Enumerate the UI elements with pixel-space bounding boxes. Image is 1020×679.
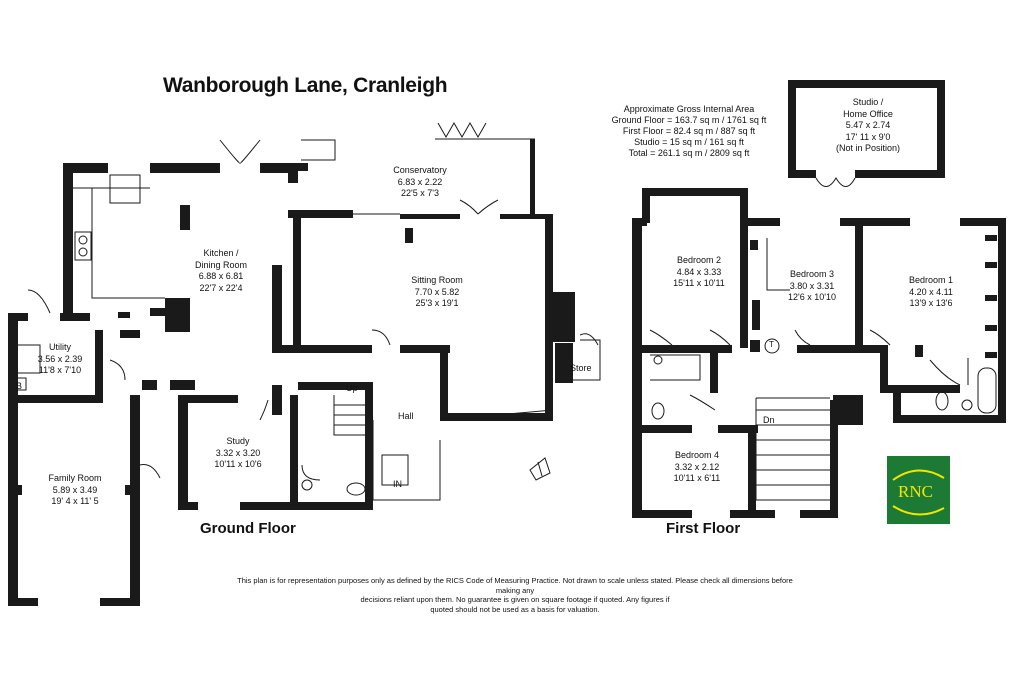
room-study: Study 3.32 x 3.20 10'11 x 10'6 (203, 436, 273, 471)
room-imperial: 11'8 x 7'10 (38, 365, 82, 375)
room-sitting: Sitting Room 7.70 x 5.82 25'3 x 19'1 (404, 275, 470, 310)
ground-floor-fixtures (13, 121, 601, 501)
disclaimer-line-1: This plan is for representation purposes… (237, 576, 793, 595)
first-floor-label: First Floor (666, 520, 741, 537)
room-name: Kitchen / (203, 248, 239, 258)
label-in: IN (393, 479, 402, 489)
area-summary: Approximate Gross Internal Area Ground F… (598, 104, 780, 159)
disclaimer: This plan is for representation purposes… (230, 576, 800, 614)
room-metric: 5.89 x 3.49 (52, 484, 98, 495)
room-imperial: 15'11 x 10'11 (673, 278, 725, 288)
room-metric: 4.20 x 4.11 (909, 286, 953, 297)
area-ground: Ground Floor = 163.7 sq m / 1761 sq ft (611, 115, 767, 125)
room-name: Conservatory (393, 165, 447, 175)
label-tank: T (769, 340, 774, 349)
room-metric: 7.70 x 5.82 (414, 286, 460, 297)
area-studio: Studio = 15 sq m / 161 sq ft (634, 137, 744, 147)
area-heading: Approximate Gross Internal Area (623, 104, 755, 114)
room-bedroom-1: Bedroom 1 4.20 x 4.11 13'9 x 13'6 (898, 275, 964, 310)
room-metric: 3.80 x 3.31 (789, 280, 835, 291)
room-metric: 3.32 x 2.12 (674, 461, 720, 472)
disclaimer-line-2: decisions reliant upon them. No guarante… (360, 595, 670, 604)
room-imperial: 10'11 x 6'11 (673, 473, 721, 483)
room-name: Home Office (843, 108, 893, 119)
room-note: (Not in Position) (835, 143, 901, 153)
first-floor-walls (632, 80, 1006, 518)
room-utility: Utility 3.56 x 2.39 11'8 x 7'10 (30, 342, 90, 377)
room-name: Utility (49, 342, 71, 352)
room-name: Family Room (48, 473, 102, 483)
room-imperial: 25'3 x 19'1 (415, 298, 459, 308)
label-store: Store (570, 363, 592, 373)
room-name: Sitting Room (411, 275, 463, 285)
disclaimer-line-3: quoted should not be used as a basis for… (430, 604, 600, 614)
label-up: Up (346, 383, 358, 393)
logo-background (887, 456, 950, 524)
room-imperial: 17' 11 x 9'0 (845, 131, 891, 142)
room-metric: 6.83 x 2.22 (397, 176, 443, 187)
area-total: Total = 261.1 sq m / 2809 sq ft (628, 148, 750, 158)
room-kitchen: Kitchen / Dining Room 6.88 x 6.81 22'7 x… (188, 248, 254, 294)
logo-swoosh-top (892, 469, 945, 481)
room-name: Study (226, 436, 250, 446)
room-name: Bedroom 4 (674, 450, 720, 460)
room-name: Bedroom 2 (676, 255, 722, 265)
room-metric: 3.56 x 2.39 (37, 353, 83, 364)
room-studio: Studio / Home Office 5.47 x 2.74 17' 11 … (828, 97, 908, 155)
room-conservatory: Conservatory 6.83 x 2.22 22'5 x 7'3 (388, 165, 452, 200)
compass-icon (529, 457, 551, 481)
property-title: Wanborough Lane, Cranleigh (163, 74, 448, 97)
room-name: Studio / (852, 97, 884, 107)
first-floor-fixtures (649, 177, 997, 501)
room-metric: 3.32 x 3.20 (215, 447, 261, 458)
room-imperial: 22'5 x 7'3 (401, 188, 439, 198)
room-imperial: 19' 4 x 11' 5 (51, 496, 99, 506)
room-name: Bedroom 1 (908, 275, 954, 285)
ground-floor-walls (8, 139, 575, 606)
room-bedroom-4: Bedroom 4 3.32 x 2.12 10'11 x 6'11 (664, 450, 730, 485)
room-bedroom-2: Bedroom 2 4.84 x 3.33 15'11 x 10'11 (666, 255, 732, 290)
room-imperial: 10'11 x 10'6 (214, 459, 262, 469)
room-metric: 6.88 x 6.81 (198, 271, 244, 281)
area-first: First Floor = 82.4 sq m / 887 sq ft (622, 126, 756, 136)
label-boiler: B (16, 381, 23, 391)
room-imperial: 13'9 x 13'6 (909, 298, 953, 308)
logo-swoosh-bottom (892, 505, 945, 516)
room-metric: 5.47 x 2.74 (845, 120, 891, 130)
ground-floor-label: Ground Floor (200, 520, 296, 537)
logo-text: RNC (898, 482, 933, 501)
room-imperial: 12'6 x 10'10 (788, 292, 836, 302)
room-metric: 4.84 x 3.33 (676, 266, 722, 277)
label-hall: Hall (398, 411, 414, 421)
room-family: Family Room 5.89 x 3.49 19' 4 x 11' 5 (40, 473, 110, 508)
room-name: Bedroom 3 (789, 269, 835, 279)
room-bedroom-3: Bedroom 3 3.80 x 3.31 12'6 x 10'10 (779, 269, 845, 304)
label-dn: Dn (763, 415, 775, 425)
room-name: Dining Room (194, 259, 248, 270)
room-imperial: 22'7 x 22'4 (199, 282, 243, 293)
